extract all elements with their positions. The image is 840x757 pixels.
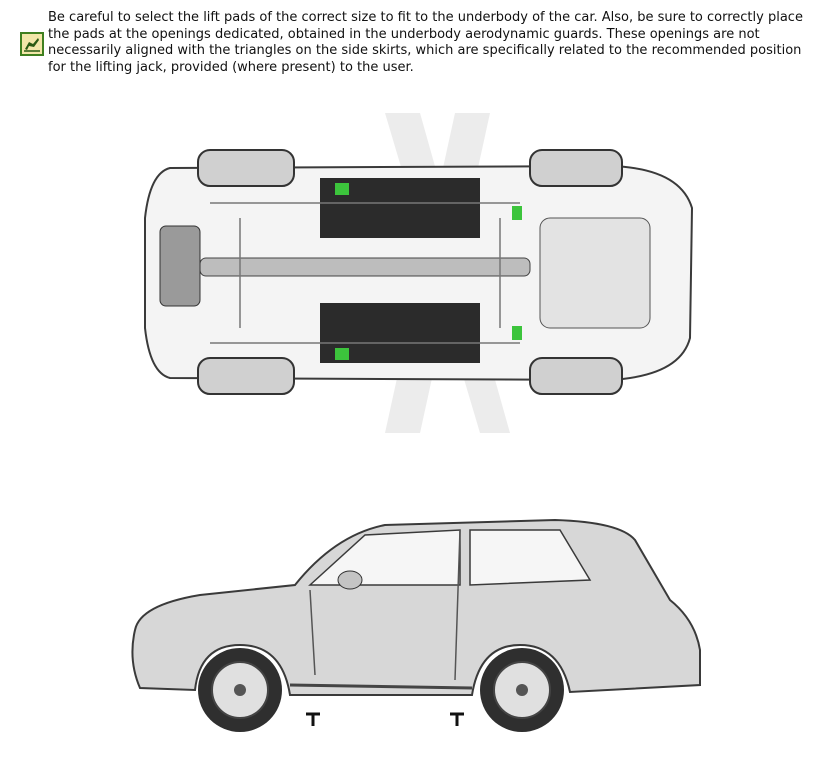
lift-marker-rear <box>306 712 320 726</box>
hand-caution-icon <box>20 32 44 56</box>
lift-marker-front <box>450 712 464 726</box>
note-text: Be careful to select the lift pads of th… <box>48 10 803 75</box>
car-underbody-illustration <box>144 113 694 433</box>
car-side-illustration <box>131 518 701 732</box>
